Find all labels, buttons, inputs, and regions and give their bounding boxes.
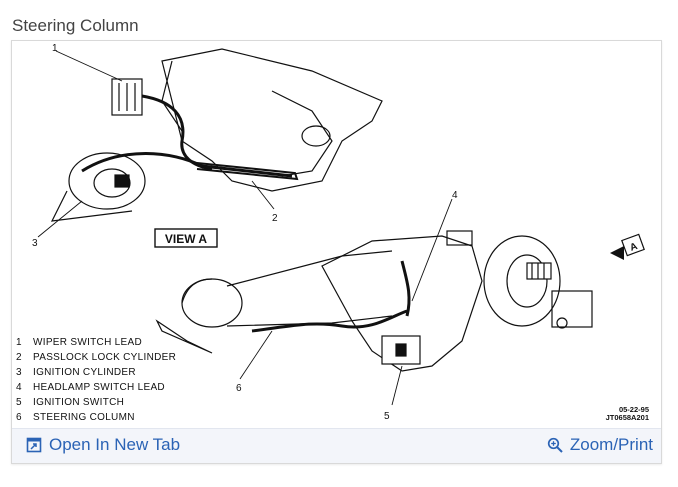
zoom-print-link[interactable]: Zoom/Print: [547, 435, 653, 455]
callout-1: 1: [52, 43, 58, 54]
callout-5: 5: [384, 411, 390, 422]
steering-column-diagram: VIEW A: [32, 43, 645, 422]
callout-leaders: [37, 50, 453, 406]
page-title: Steering Column: [12, 16, 139, 35]
steering-column-assembly: [155, 230, 593, 372]
view-marker-label: A: [629, 241, 640, 254]
callout-2: 2: [272, 213, 278, 224]
view-a-detail: [50, 48, 383, 222]
stamp-code: JT0658A201: [605, 413, 649, 422]
callout-3: 3: [32, 238, 38, 249]
view-a-marker: A: [610, 233, 645, 260]
callout-4: 4: [452, 190, 458, 201]
diagram-stamp: 05-22-95 JT0658A201: [606, 406, 649, 422]
open-new-tab-icon: [26, 437, 42, 453]
diagram-panel: VIEW A: [11, 40, 662, 464]
open-in-new-tab-link[interactable]: Open In New Tab: [26, 435, 180, 455]
view-a-box: [154, 228, 218, 248]
open-in-new-tab-label: Open In New Tab: [49, 435, 181, 454]
view-a-label: VIEW A: [165, 232, 208, 246]
zoom-icon: [547, 437, 563, 453]
zoom-print-label: Zoom/Print: [569, 435, 653, 454]
stamp-date: 05-22-95: [618, 405, 649, 414]
diagram-footer: Open In New Tab Zoom/Print: [12, 428, 661, 463]
callout-6: 6: [236, 383, 242, 394]
